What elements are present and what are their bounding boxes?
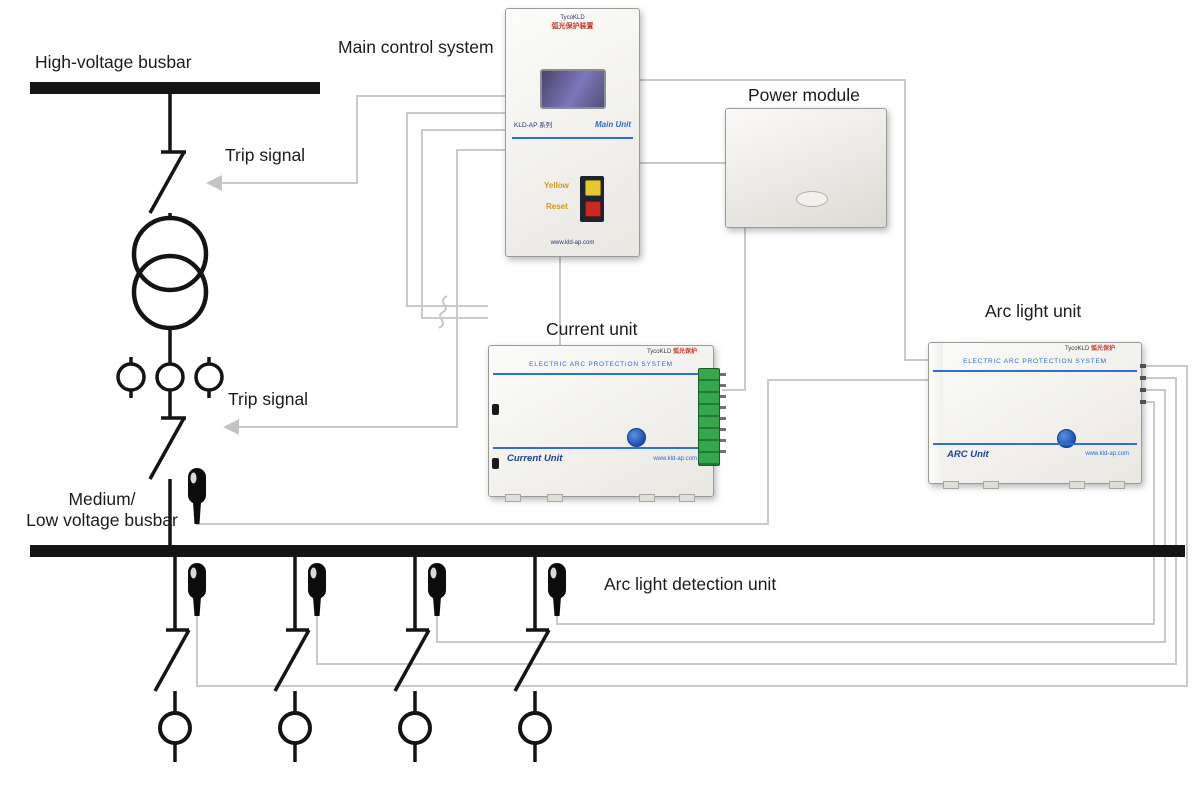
mounting-tab xyxy=(679,494,695,502)
arc-sensor-3 xyxy=(428,563,446,616)
arc-unit-logo: TycoKLD 弧光保护 xyxy=(1065,346,1115,353)
blue-divider xyxy=(493,447,701,449)
label-trip-signal-mv: Trip signal xyxy=(228,389,309,409)
current-transformers xyxy=(116,357,224,398)
green-terminal-block xyxy=(698,368,720,466)
yellow-button-label: Yellow xyxy=(544,181,569,190)
hv-breaker xyxy=(148,150,186,218)
connector-nub xyxy=(492,458,499,469)
brand-text: TycoKLD xyxy=(1064,346,1090,352)
power-module-badge xyxy=(796,191,828,207)
label-high-voltage-busbar: High-voltage busbar xyxy=(35,52,192,72)
label-arc-light-detection-unit: Arc light detection unit xyxy=(604,574,777,594)
brand-text: TycoKLD xyxy=(560,15,585,21)
trip-signal-arrows xyxy=(206,175,239,435)
mounting-tab xyxy=(1109,481,1125,489)
high-voltage-busbar-bar xyxy=(30,82,320,94)
mounting-tab xyxy=(505,494,521,502)
sensor-input-pins xyxy=(1140,364,1146,408)
medium-low-voltage-busbar-bar xyxy=(30,545,1185,557)
brand-cn-text: 弧光保护装置 xyxy=(551,22,594,30)
wire-trip-hv xyxy=(220,95,505,184)
primary-circuit xyxy=(30,82,1185,762)
cable-break-symbol xyxy=(438,295,448,329)
trip-arrow-hv xyxy=(206,175,222,191)
wire-sensor-3 xyxy=(436,389,1166,643)
connector-nub xyxy=(492,404,499,415)
terminal-pins xyxy=(720,373,726,461)
arc-light-unit-device: TycoKLD 弧光保护 ELECTRIC ARC PROTECTION SYS… xyxy=(928,342,1146,489)
current-unit-name: Current Unit xyxy=(507,453,563,464)
website-text: www.kld-ap.com xyxy=(653,456,697,462)
arc-unit-heading: ELECTRIC ARC PROTECTION SYSTEM xyxy=(963,358,1107,365)
model-text: KLD-AP 系列 xyxy=(514,122,553,129)
mounting-tab xyxy=(1069,481,1085,489)
trip-arrow-mv xyxy=(223,419,239,435)
wire-ct-b xyxy=(421,129,505,319)
brand-text: TycoKLD xyxy=(646,349,672,355)
adjust-knob xyxy=(627,428,646,447)
reset-button xyxy=(585,201,601,217)
signal-wires xyxy=(196,79,1188,687)
wire-ct-a xyxy=(406,112,505,307)
label-arc-light-unit: Arc light unit xyxy=(985,301,1082,321)
main-unit-text: Main Unit xyxy=(595,120,631,129)
power-module-device xyxy=(725,108,887,228)
adjust-knob xyxy=(1057,429,1076,448)
brand-cn-text: 弧光保护 xyxy=(672,349,697,355)
arc-light-sensors xyxy=(188,468,566,616)
feeder-4 xyxy=(513,557,552,762)
main-control-device: TycoKLD 弧光保护装置 KLD-AP 系列 Main Unit Yello… xyxy=(505,8,640,257)
wire-sensor-4 xyxy=(556,401,1155,625)
website-text: www.kld-ap.com xyxy=(1085,451,1129,457)
main-control-display-screen xyxy=(540,69,606,109)
feeder-3 xyxy=(393,557,432,762)
blue-divider xyxy=(512,137,633,139)
current-unit-heading: ELECTRIC ARC PROTECTION SYSTEM xyxy=(529,361,673,368)
mounting-tab xyxy=(943,481,959,489)
wire-sensor-1 xyxy=(196,365,1188,687)
label-power-module: Power module xyxy=(748,85,860,105)
label-medium-low-voltage-busbar: Medium/ Low voltage busbar xyxy=(26,489,178,531)
label-main-control-system: Main control system xyxy=(338,37,494,57)
label-current-unit: Current unit xyxy=(546,319,638,339)
wire-mc-to-arc-unit xyxy=(638,79,928,361)
wire-trip-mv xyxy=(237,149,505,428)
reset-button-label: Reset xyxy=(546,202,568,211)
yellow-indicator-button xyxy=(585,180,601,196)
arc-sensor-1 xyxy=(188,563,206,616)
feeder-1 xyxy=(153,557,192,762)
transformer xyxy=(131,215,209,331)
arc-sensor-mv xyxy=(188,468,206,524)
mounting-tab xyxy=(547,494,563,502)
blue-divider xyxy=(933,443,1137,445)
blue-divider xyxy=(933,370,1137,372)
current-unit-device: TycoKLD 弧光保护 ELECTRIC ARC PROTECTION SYS… xyxy=(488,345,726,502)
current-unit-logo: TycoKLD 弧光保护 xyxy=(647,349,697,356)
wire-power-to-current-unit xyxy=(722,226,746,391)
blue-divider xyxy=(493,373,701,375)
feeder-2 xyxy=(273,557,312,762)
arc-sensor-2 xyxy=(308,563,326,616)
wire-sensor-2 xyxy=(316,377,1177,665)
mounting-tab xyxy=(639,494,655,502)
mounting-tab xyxy=(983,481,999,489)
main-control-model-row: KLD-AP 系列 Main Unit xyxy=(514,119,631,129)
brand-cn-text: 弧光保护 xyxy=(1090,346,1115,352)
label-trip-signal-hv: Trip signal xyxy=(225,145,306,165)
arc-sensor-4 xyxy=(548,563,566,616)
end-cap xyxy=(929,343,943,483)
main-control-logo: TycoKLD 弧光保护装置 xyxy=(506,15,639,31)
arc-unit-name: ARC Unit xyxy=(947,449,989,460)
website-text: www.kld-ap.com xyxy=(550,240,595,246)
mv-breaker xyxy=(148,416,186,545)
